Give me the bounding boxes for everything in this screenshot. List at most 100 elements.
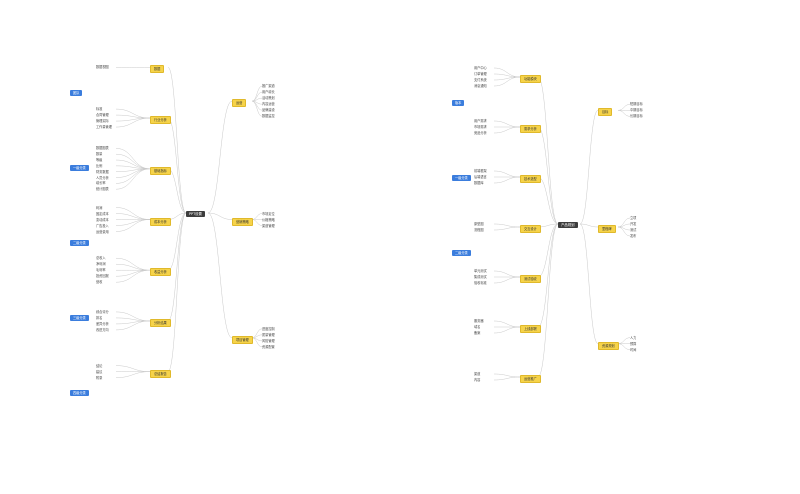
- branch-node[interactable]: 目标: [598, 108, 613, 117]
- branch-node[interactable]: 交互设计: [520, 225, 541, 233]
- leaf-node[interactable]: 增长率: [96, 181, 106, 186]
- leaf-node[interactable]: 差异分析: [96, 321, 109, 326]
- category-tag[interactable]: 一级分类: [452, 175, 471, 181]
- branch-node[interactable]: 上线部署: [520, 325, 541, 333]
- leaf-node[interactable]: 营收: [96, 280, 103, 285]
- leaf-node[interactable]: 广告投入: [96, 223, 109, 228]
- leaf-node[interactable]: 测试: [630, 228, 637, 232]
- leaf-node[interactable]: 建议: [96, 369, 103, 374]
- leaf-node[interactable]: 开发: [630, 222, 637, 226]
- leaf-node[interactable]: 渠道: [474, 372, 481, 376]
- branch-node[interactable]: 项目管理: [232, 335, 253, 344]
- leaf-node[interactable]: 工作量管理: [96, 125, 112, 130]
- leaf-node[interactable]: 统计图表: [96, 187, 109, 192]
- branch-node[interactable]: 营销策略: [232, 217, 253, 226]
- leaf-node[interactable]: 用户增长: [262, 90, 275, 95]
- leaf-node[interactable]: 用户中心: [474, 66, 487, 70]
- leaf-node[interactable]: 等级: [96, 158, 103, 163]
- branch-node[interactable]: 运营推广: [520, 375, 541, 383]
- leaf-node[interactable]: 数据视图: [96, 65, 109, 70]
- leaf-node[interactable]: 验收标准: [474, 281, 487, 285]
- branch-node[interactable]: 基础指标: [150, 166, 171, 175]
- branch-node[interactable]: 成本分析: [150, 217, 171, 226]
- category-tag[interactable]: 一级分类: [70, 165, 89, 171]
- category-tag[interactable]: 二级分类: [452, 250, 471, 256]
- branch-node[interactable]: 功能模块: [520, 75, 541, 83]
- leaf-node[interactable]: 投资回报: [96, 274, 109, 279]
- leaf-node[interactable]: 市场定位: [262, 211, 275, 216]
- leaf-node[interactable]: 排名: [96, 315, 103, 320]
- leaf-node[interactable]: 备案: [474, 331, 481, 335]
- leaf-node[interactable]: 变动成本: [96, 217, 109, 222]
- leaf-node[interactable]: 渠道管理: [262, 223, 275, 228]
- leaf-node[interactable]: 服务器: [474, 319, 484, 323]
- leaf-node[interactable]: 订单管理: [474, 72, 487, 76]
- leaf-node[interactable]: 用户需求: [474, 119, 487, 123]
- leaf-node[interactable]: 比例: [96, 163, 103, 168]
- leaf-node[interactable]: 活动策划: [262, 96, 275, 101]
- root-node[interactable]: PPT设置: [186, 211, 205, 217]
- branch-node[interactable]: 需求分析: [520, 125, 541, 133]
- leaf-node[interactable]: 支付系统: [474, 78, 487, 82]
- leaf-node[interactable]: 结论: [96, 363, 103, 368]
- branch-node[interactable]: 收益分析: [150, 268, 171, 277]
- leaf-node[interactable]: 消息通知: [474, 84, 487, 88]
- leaf-node[interactable]: 内容运营: [262, 102, 275, 107]
- category-tag[interactable]: 团队: [70, 90, 83, 96]
- branch-node[interactable]: 分析结果: [150, 318, 171, 327]
- leaf-node[interactable]: 人员分析: [96, 175, 109, 180]
- leaf-node[interactable]: 固定成本: [96, 211, 109, 216]
- leaf-node[interactable]: 品牌建设: [262, 108, 275, 113]
- branch-node[interactable]: 资源规划: [598, 341, 619, 350]
- leaf-node[interactable]: 管理实际: [96, 119, 109, 124]
- leaf-node[interactable]: 财务数据: [96, 169, 109, 174]
- leaf-node[interactable]: 预算: [630, 341, 637, 346]
- leaf-node[interactable]: 毛利率: [96, 268, 106, 273]
- branch-node[interactable]: 测试验收: [520, 275, 541, 283]
- leaf-node[interactable]: 数量: [96, 152, 103, 157]
- leaf-node[interactable]: 流程图: [474, 228, 484, 232]
- leaf-node[interactable]: 前端框架: [474, 169, 487, 173]
- leaf-node[interactable]: 利润: [96, 205, 103, 210]
- leaf-node[interactable]: 改进方向: [96, 327, 109, 332]
- leaf-node[interactable]: 综合评分: [96, 309, 109, 314]
- branch-node[interactable]: 行业分析: [150, 116, 171, 125]
- leaf-node[interactable]: 原型图: [474, 222, 484, 226]
- leaf-node[interactable]: 时间: [630, 347, 637, 352]
- leaf-node[interactable]: 推广渠道: [262, 84, 275, 89]
- branch-node[interactable]: 运营: [232, 99, 247, 108]
- leaf-node[interactable]: 发布: [630, 234, 637, 238]
- leaf-node[interactable]: 价格策略: [262, 217, 275, 222]
- leaf-node[interactable]: 资源配置: [262, 344, 275, 349]
- leaf-node[interactable]: 集成测试: [474, 275, 487, 279]
- category-tag[interactable]: 四级分类: [70, 390, 89, 396]
- leaf-node[interactable]: 进度控制: [262, 326, 275, 331]
- leaf-node[interactable]: 竞品分析: [474, 131, 487, 135]
- leaf-node[interactable]: 质量管理: [262, 332, 275, 337]
- category-tag[interactable]: 三级分类: [70, 315, 89, 321]
- category-tag[interactable]: 版本: [452, 100, 465, 106]
- leaf-node[interactable]: 数据图表: [96, 146, 109, 151]
- leaf-node[interactable]: 域名: [474, 325, 481, 329]
- branch-node[interactable]: 技术选型: [520, 175, 541, 183]
- category-tag[interactable]: 二级分类: [70, 240, 89, 246]
- leaf-node[interactable]: 单元测试: [474, 269, 487, 273]
- branch-node[interactable]: 数据: [150, 65, 165, 74]
- leaf-node[interactable]: 总收入: [96, 256, 106, 261]
- branch-node[interactable]: 里程碑: [598, 225, 616, 233]
- leaf-node[interactable]: 内容: [474, 378, 481, 382]
- leaf-node[interactable]: 立项: [630, 216, 637, 220]
- branch-node[interactable]: 总结报告: [150, 369, 171, 378]
- leaf-node[interactable]: 市场需求: [474, 125, 487, 129]
- leaf-node[interactable]: 合同管理: [96, 113, 109, 118]
- leaf-node[interactable]: 附录: [96, 375, 103, 380]
- leaf-node[interactable]: 人力: [630, 335, 637, 340]
- leaf-node[interactable]: 净利润: [96, 262, 106, 267]
- leaf-node[interactable]: 中期目标: [630, 108, 643, 113]
- leaf-node[interactable]: 运营费用: [96, 229, 109, 234]
- leaf-node[interactable]: 数据库: [474, 181, 484, 185]
- leaf-node[interactable]: 短期目标: [630, 102, 643, 107]
- leaf-node[interactable]: 风险管理: [262, 338, 275, 343]
- leaf-node[interactable]: 后端语言: [474, 175, 487, 179]
- leaf-node[interactable]: 数据监控: [262, 114, 275, 119]
